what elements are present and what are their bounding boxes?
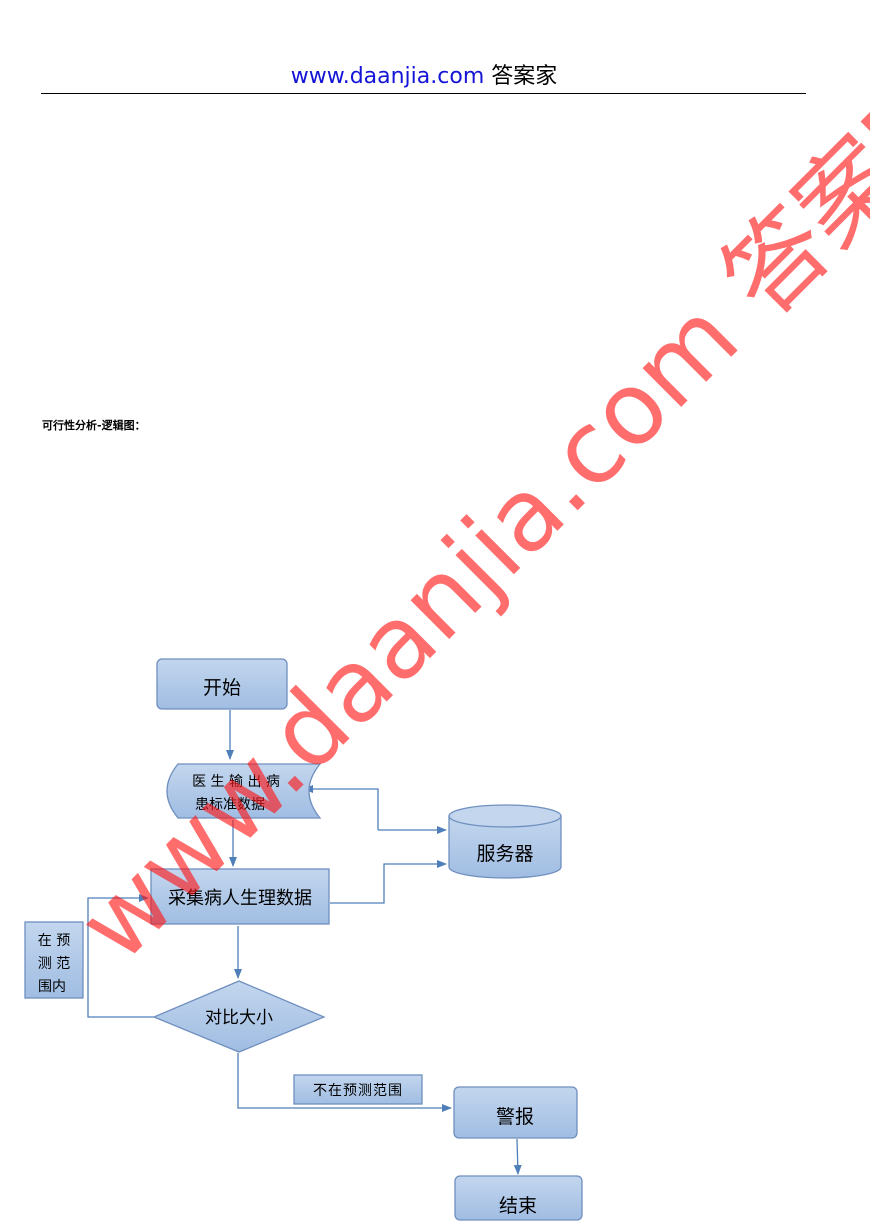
section-heading: 可行性分析-逻辑图： <box>42 419 146 432</box>
doctor-input-node: 医 生 输 出 病 患标准数据 <box>166 763 322 819</box>
connector-compare-to-alarm <box>237 1053 452 1112</box>
end-node: 结束 <box>454 1175 583 1221</box>
connectors <box>87 710 522 1175</box>
alarm-node: 警报 <box>453 1086 578 1139</box>
in-range-label-line3: 围内 <box>38 979 66 995</box>
connector-collect-to-server <box>330 860 447 904</box>
header-url-link[interactable]: www.daanjia.com <box>290 64 485 89</box>
doctor-input-label-line2: 患标准数据 <box>195 797 265 813</box>
in-range-node: 在 预 测 范 围内 <box>24 921 84 999</box>
header-divider <box>41 93 806 94</box>
in-range-label-line1: 在 预 <box>38 933 70 949</box>
doctor-input-label-line1: 医 生 输 出 病 <box>192 774 280 790</box>
collect-data-label: 采集病人生理数据 <box>168 888 312 909</box>
start-node: 开始 <box>156 658 288 710</box>
connector-alarm-to-end <box>513 1138 522 1175</box>
end-label: 结束 <box>499 1195 537 1217</box>
out-of-range-node: 不在预测范围 <box>293 1074 423 1105</box>
compare-label: 对比大小 <box>205 1008 273 1028</box>
collect-data-node: 采集病人生理数据 <box>150 868 330 925</box>
header-site-name: 答案家 <box>491 64 558 89</box>
start-label: 开始 <box>203 677 241 699</box>
connector-server-to-input <box>303 785 379 830</box>
server-node: 服务器 <box>448 804 562 879</box>
page-header: www.daanjia.com 答案家 <box>0 58 848 90</box>
server-label: 服务器 <box>476 843 533 865</box>
connector-compare-loop-back <box>87 894 154 1018</box>
compare-decision-node: 对比大小 <box>152 980 326 1053</box>
out-of-range-label: 不在预测范围 <box>313 1082 403 1099</box>
in-range-label-line2: 测 范 <box>38 955 70 972</box>
alarm-label: 警报 <box>496 1106 534 1128</box>
